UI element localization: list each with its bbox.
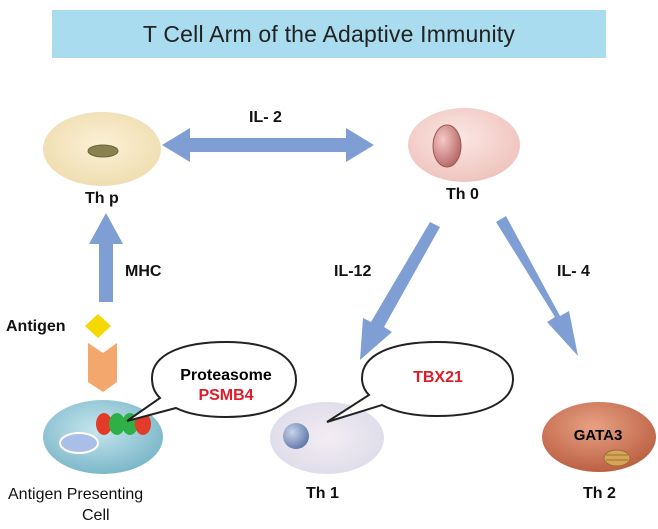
il2-double-arrow [162, 128, 374, 162]
th2-label: Th 2 [583, 485, 616, 502]
proteasome-label: Proteasome [180, 367, 272, 384]
il4-label: IL- 4 [557, 263, 590, 280]
processing-chevron [88, 343, 117, 392]
il12-label: IL-12 [334, 263, 372, 280]
il2-label: IL- 2 [249, 109, 282, 126]
proteasome-red-unit [96, 413, 112, 435]
mhc-arrow [89, 213, 123, 302]
proteasome-callout-bubble [126, 340, 298, 422]
il4-arrow [496, 216, 578, 356]
thp-cell [43, 112, 161, 186]
psmb4-label: PSMB4 [198, 387, 254, 404]
th1-nucleus [283, 423, 309, 449]
apc-label-line1: Antigen Presenting [8, 486, 144, 503]
th1-cell [270, 402, 384, 474]
thp-label: Th p [85, 190, 119, 207]
diagram-title: T Cell Arm of the Adaptive Immunity [142, 20, 516, 47]
th2-cell [542, 402, 656, 472]
title-banner: T Cell Arm of the Adaptive Immunity [52, 10, 606, 58]
th2-nucleus [603, 449, 631, 467]
apc-nucleus [59, 432, 99, 454]
mhc-label: MHC [125, 263, 162, 280]
th0-label: Th 0 [446, 186, 479, 203]
proteasome-green-unit-1 [109, 413, 125, 435]
antigen-label: Antigen [6, 318, 66, 335]
apc-label-line2: Cell [82, 507, 110, 524]
th1-label: Th 1 [306, 485, 339, 502]
tbx21-callout-bubble [326, 340, 515, 423]
antigen-diamond [85, 314, 111, 338]
th0-nucleus [432, 124, 462, 168]
gata3-label: GATA3 [573, 427, 623, 444]
il12-arrow [360, 222, 440, 360]
thp-nucleus [87, 144, 119, 158]
tbx21-label: TBX21 [413, 369, 463, 386]
th0-cell [408, 108, 520, 182]
